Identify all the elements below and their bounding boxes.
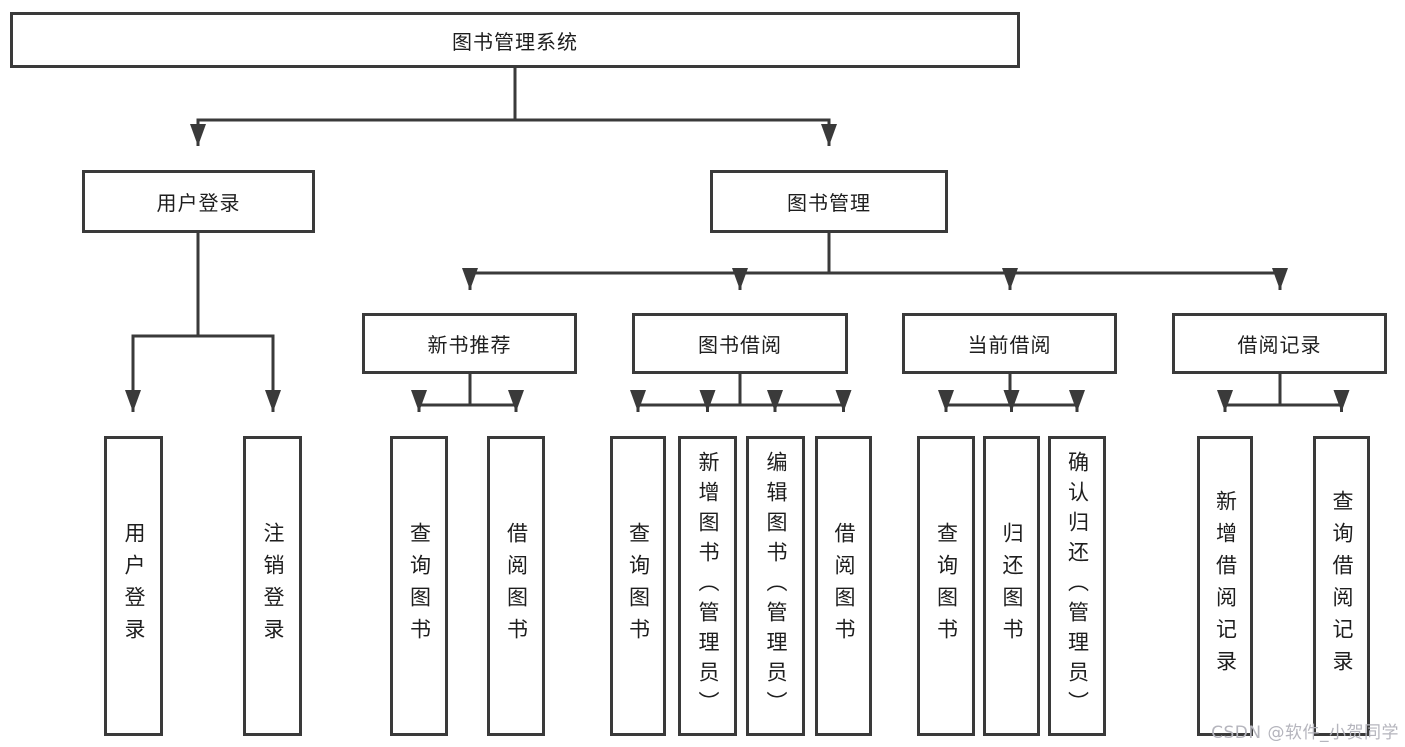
leaf-query-borrow-record: 查询借阅记录 (1313, 436, 1370, 736)
node-label: 用户登录 (156, 191, 241, 215)
node-label: 图书借阅 (698, 333, 782, 357)
leaf-label: 查询借阅记录 (1330, 490, 1354, 682)
node-current-borrowing: 当前借阅 (902, 313, 1117, 374)
leaf-borrow-books: 借阅图书 (487, 436, 545, 736)
leaf-label: 借阅图书 (832, 522, 856, 650)
leaf-label: 归还图书 (1000, 522, 1024, 650)
node-label: 借阅记录 (1237, 333, 1322, 357)
leaf-label: 注销登录 (261, 522, 285, 650)
leaf-user-login: 用户登录 (104, 436, 163, 736)
leaf-label: 用户登录 (122, 522, 146, 650)
leaf-return-books: 归还图书 (983, 436, 1040, 736)
leaf-borrow-books: 借阅图书 (815, 436, 872, 736)
node-borrowing-records: 借阅记录 (1172, 313, 1387, 374)
leaf-add-books-admin: 新增图书（管理员） (678, 436, 737, 736)
node-library-management-system: 图书管理系统 (10, 12, 1020, 68)
leaf-label: 编辑图书（管理员） (764, 451, 788, 721)
leaf-add-borrow-record: 新增借阅记录 (1197, 436, 1253, 736)
node-label: 当前借阅 (967, 333, 1052, 357)
leaf-label: 确认归还（管理员） (1065, 451, 1090, 721)
node-book-borrowing: 图书借阅 (632, 313, 848, 374)
node-label: 新书推荐 (427, 333, 512, 357)
leaf-label: 查询图书 (407, 522, 432, 650)
leaf-query-books: 查询图书 (610, 436, 666, 736)
leaf-confirm-return-admin: 确认归还（管理员） (1048, 436, 1106, 736)
csdn-watermark: CSDN @软件_小贺同学 (1211, 723, 1399, 743)
leaf-logout: 注销登录 (243, 436, 302, 736)
leaf-label: 查询图书 (626, 522, 651, 650)
leaf-label: 新增借阅记录 (1213, 490, 1238, 682)
leaf-label: 新增图书（管理员） (696, 451, 720, 721)
leaf-edit-books-admin: 编辑图书（管理员） (746, 436, 805, 736)
node-label: 图书管理系统 (452, 29, 578, 54)
node-label: 图书管理 (787, 191, 871, 215)
node-book-management: 图书管理 (710, 170, 948, 233)
leaf-label: 查询图书 (934, 522, 959, 650)
leaf-query-books: 查询图书 (390, 436, 448, 736)
node-new-book-recommendation: 新书推荐 (362, 313, 577, 374)
leaf-label: 借阅图书 (504, 522, 529, 650)
node-user-login: 用户登录 (82, 170, 315, 233)
leaf-query-books: 查询图书 (917, 436, 975, 736)
